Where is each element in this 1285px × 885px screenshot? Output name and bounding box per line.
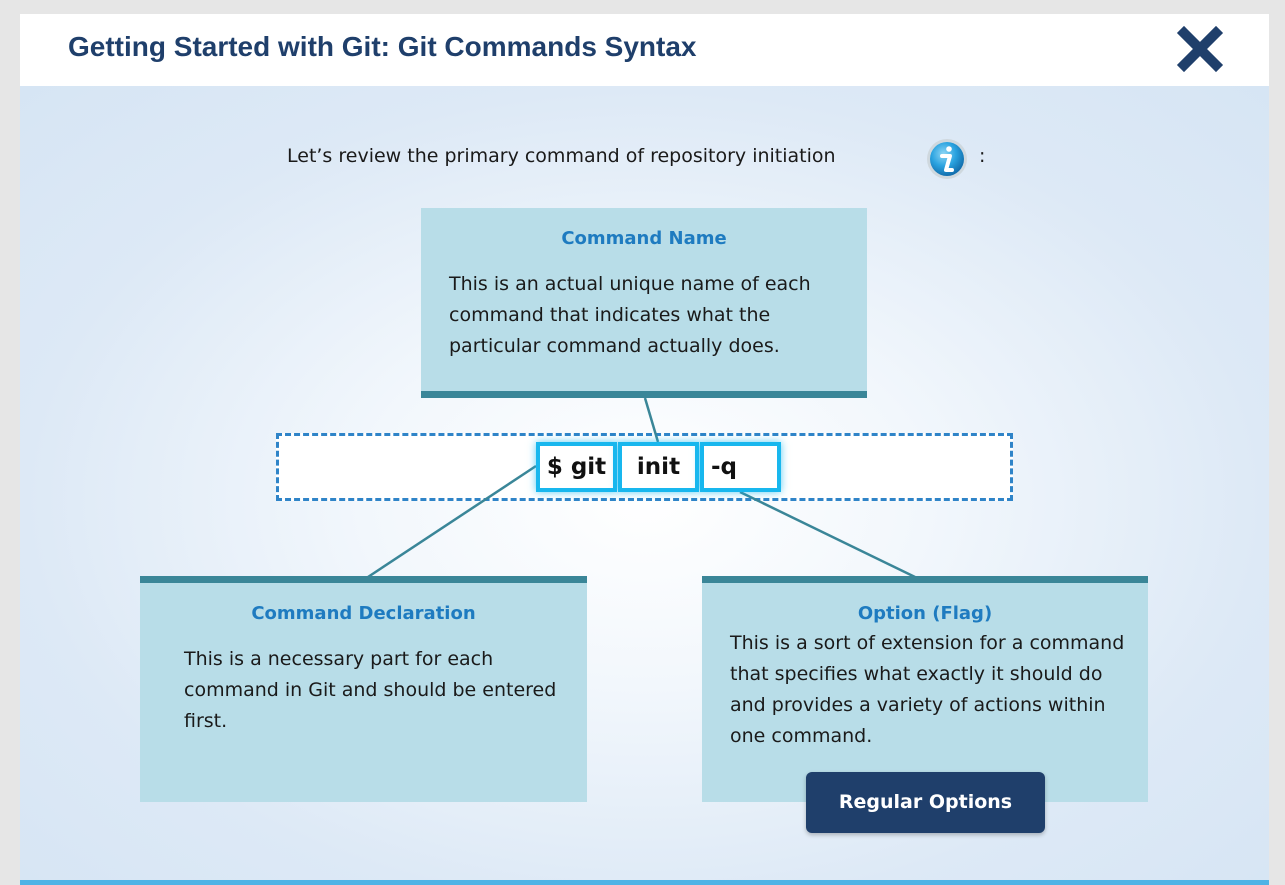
command-name-token[interactable]: init bbox=[618, 442, 699, 492]
option-flag-description: This is a sort of extension for a comman… bbox=[730, 632, 1125, 747]
regular-options-button[interactable]: Regular Options bbox=[806, 772, 1045, 833]
command-name-description: This is an actual unique name of each co… bbox=[449, 273, 811, 357]
command-declaration-box: Command Declaration This is a necessary … bbox=[140, 576, 587, 802]
header: Getting Started with Git: Git Commands S… bbox=[20, 14, 1269, 86]
page-title: Getting Started with Git: Git Commands S… bbox=[68, 31, 697, 62]
command-declaration-token[interactable]: $ git bbox=[536, 442, 617, 492]
option-flag-box: Option (Flag) This is a sort of extensio… bbox=[702, 576, 1148, 802]
intro-text: Let’s review the primary command of repo… bbox=[287, 145, 836, 167]
close-icon[interactable] bbox=[1176, 25, 1224, 73]
command-name-heading: Command Name bbox=[561, 228, 727, 249]
bottom-bar bbox=[20, 880, 1269, 885]
command-name-box: Command Name This is an actual unique na… bbox=[421, 208, 867, 398]
command-declaration-heading: Command Declaration bbox=[251, 603, 476, 624]
info-icon[interactable] bbox=[925, 137, 969, 181]
command-option-token[interactable]: -q bbox=[700, 442, 781, 492]
command-declaration-description: This is a necessary part for each comman… bbox=[184, 648, 557, 732]
intro-colon: : bbox=[979, 145, 986, 167]
option-flag-heading: Option (Flag) bbox=[857, 603, 993, 624]
